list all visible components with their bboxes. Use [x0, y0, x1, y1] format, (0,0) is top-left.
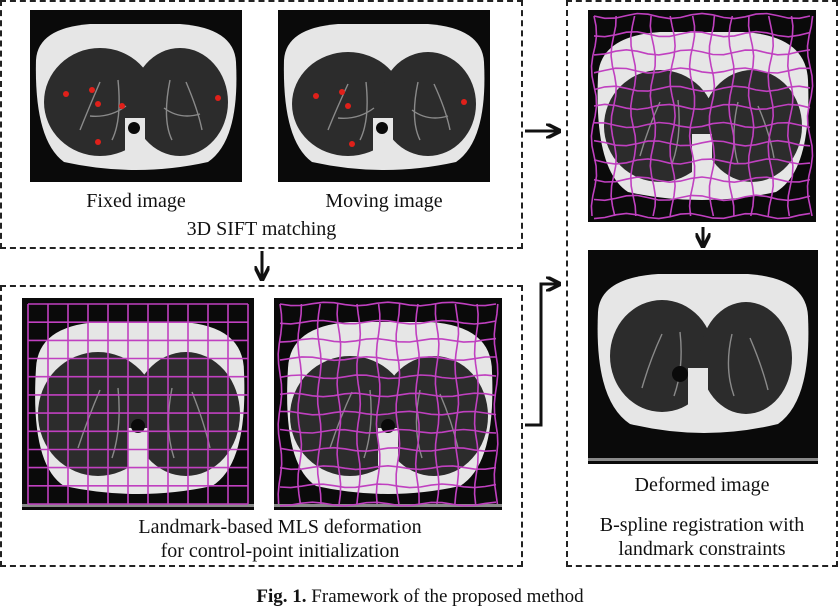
grid-line-vertical	[767, 15, 775, 217]
grid-line-horizontal	[593, 121, 811, 129]
figure-caption-prefix: Fig. 1.	[256, 586, 307, 607]
grid-line-horizontal	[279, 301, 497, 307]
grid-line-vertical	[395, 303, 401, 505]
sift-panel-title: 3D SIFT matching	[186, 218, 337, 240]
mls-grid-image-right	[274, 298, 502, 510]
grid-line-vertical	[297, 303, 303, 505]
grid-line-vertical	[629, 15, 637, 217]
grid-line-horizontal	[593, 194, 811, 202]
grid-line-horizontal	[593, 48, 811, 56]
grid-line-vertical	[414, 303, 420, 505]
grid-line-horizontal	[279, 337, 497, 343]
bspline-panel-title-line2: landmark constraints	[618, 538, 786, 560]
grid-line-horizontal	[279, 483, 497, 489]
fixed-image-label: Fixed image	[86, 190, 186, 212]
grid-line-vertical	[493, 303, 499, 505]
grid-line-vertical	[473, 303, 479, 505]
grid-line-horizontal	[279, 501, 497, 507]
grid-line-horizontal	[593, 158, 811, 165]
grid-line-horizontal	[279, 374, 497, 380]
mls-panel-title-line1: Landmark-based MLS deformation	[138, 516, 422, 538]
grid-line-vertical	[316, 303, 322, 505]
fixed-image	[30, 10, 242, 182]
grid-line-vertical	[786, 15, 794, 217]
deformed-image-label: Deformed image	[634, 474, 770, 496]
moving-image	[278, 10, 490, 182]
grid-line-vertical	[434, 303, 440, 505]
grid-line-horizontal	[593, 212, 811, 220]
bspline-registration-panel	[566, 0, 838, 567]
grid-line-vertical	[336, 303, 342, 505]
bspline-panel-title-line1: B-spline registration with	[599, 514, 805, 536]
grid-line-horizontal	[593, 139, 811, 147]
grid-line-vertical	[708, 15, 716, 217]
bspline-grid-image	[588, 10, 816, 222]
grid-line-horizontal	[279, 464, 497, 471]
control-grid	[590, 12, 814, 220]
grid-line-horizontal	[593, 67, 810, 74]
grid-line-horizontal	[593, 176, 811, 184]
deformed-image	[588, 250, 818, 464]
grid-line-vertical	[728, 15, 735, 217]
grid-line-horizontal	[279, 410, 497, 416]
grid-line-vertical	[454, 303, 460, 505]
grid-line-vertical	[649, 15, 657, 217]
mls-panel-title-line2: for control-point initialization	[160, 540, 400, 562]
grid-line-horizontal	[279, 319, 497, 325]
figure-caption: Fig. 1. Framework of the proposed method	[0, 586, 840, 608]
grid-line-horizontal	[593, 30, 811, 38]
grid-line-vertical	[806, 15, 814, 217]
mls-deformation-panel	[0, 285, 523, 567]
grid-line-horizontal	[279, 446, 497, 453]
sift-matching-panel	[0, 0, 523, 249]
grid-line-horizontal	[593, 85, 811, 93]
grid-line-vertical	[747, 15, 755, 217]
control-grid	[27, 303, 249, 505]
grid-line-vertical	[375, 303, 381, 505]
arrow-mls-to-bspline	[525, 284, 558, 427]
grid-line-vertical	[669, 15, 676, 217]
mls-grid-image-left	[22, 298, 254, 510]
control-grid	[277, 301, 499, 507]
grid-line-vertical	[356, 303, 362, 505]
figure-caption-text: Framework of the proposed method	[311, 586, 584, 607]
grid-line-horizontal	[279, 355, 496, 362]
grid-line-vertical	[277, 303, 283, 505]
grid-line-horizontal	[279, 428, 497, 434]
grid-line-horizontal	[593, 103, 811, 111]
grid-line-vertical	[590, 15, 598, 217]
moving-image-label: Moving image	[325, 190, 443, 212]
grid-line-horizontal	[279, 392, 497, 398]
grid-line-vertical	[610, 15, 618, 217]
grid-line-horizontal	[593, 12, 811, 20]
